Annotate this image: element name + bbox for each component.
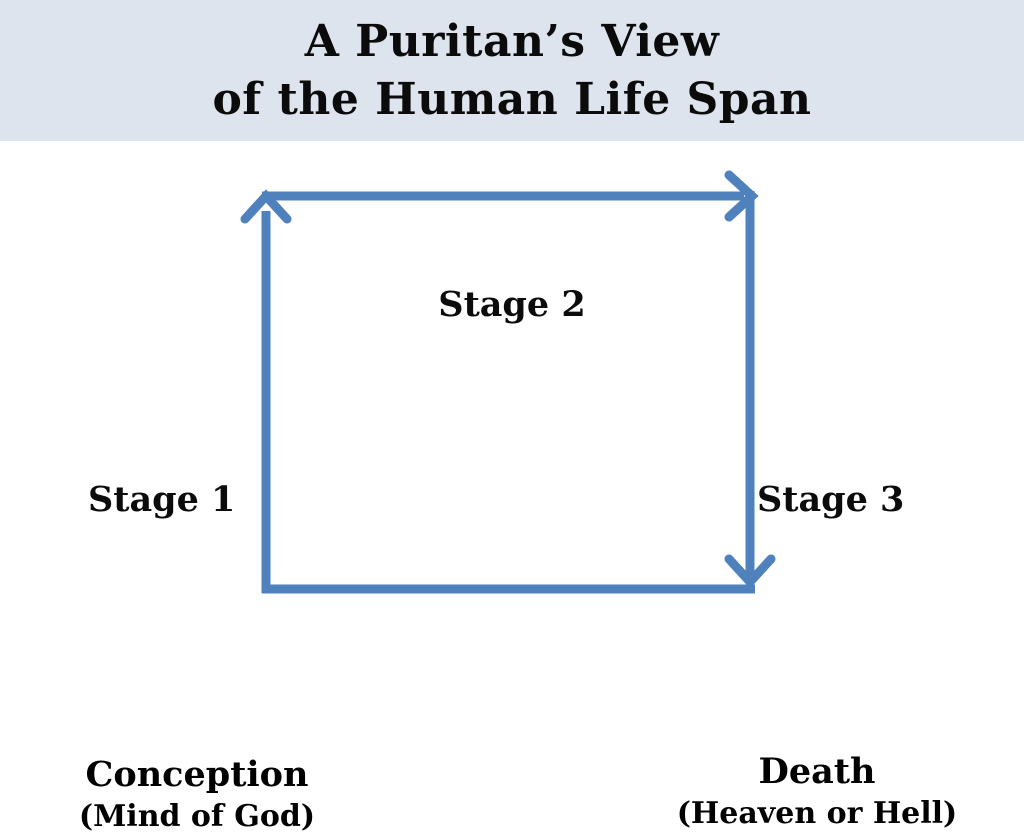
endpoint-conception-secondary: (Mind of God) xyxy=(78,799,316,834)
endpoint-conception: Conception (Mind of God) xyxy=(42,753,352,837)
baseline-segment xyxy=(261,581,755,594)
stage-1-label: Stage 1 xyxy=(88,479,236,520)
title-band: A Puritan’s View of the Human Life Span xyxy=(0,0,1024,141)
endpoint-death-secondary: (Heaven or Hell) xyxy=(676,796,958,831)
life-span-diagram: Stage 2 Stage 1 Stage 3 Conception (Mind… xyxy=(0,141,1024,834)
stage-2-arrow xyxy=(262,170,759,222)
stage-2-label: Stage 2 xyxy=(438,284,586,325)
page-title-line-1: A Puritan’s View xyxy=(304,15,720,67)
endpoint-death-primary: Death xyxy=(758,751,876,792)
endpoint-conception-primary: Conception xyxy=(85,754,309,795)
stage-3-arrowhead-down xyxy=(724,554,776,589)
stage-1-arrow xyxy=(240,189,292,593)
endpoint-death: Death (Heaven or Hell) xyxy=(642,750,992,834)
diagram-arrow-path xyxy=(240,170,776,594)
stage-3-label: Stage 3 xyxy=(757,479,905,520)
page-title-line-2: of the Human Life Span xyxy=(212,73,812,125)
stage-3-arrow xyxy=(724,191,776,589)
